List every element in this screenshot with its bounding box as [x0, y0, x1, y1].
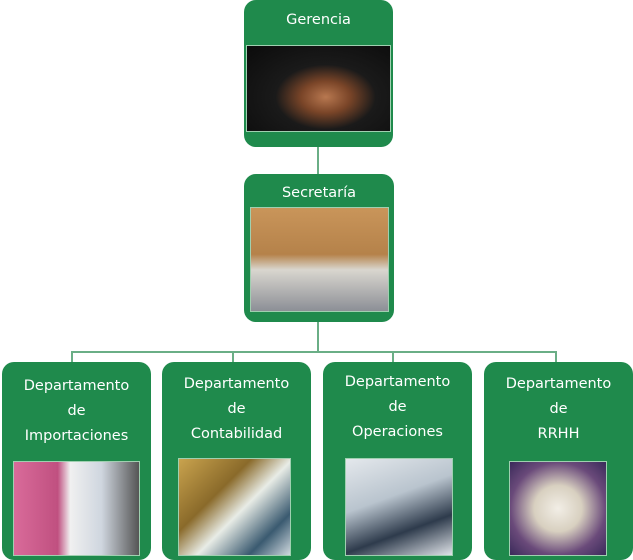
connector-secretaria-down — [317, 322, 319, 352]
node-title: Gerencia — [286, 12, 351, 28]
secretary-office-photo — [250, 207, 389, 312]
connector-gerencia-secretaria — [317, 147, 319, 174]
node-title-line: de — [549, 401, 568, 417]
node-title-line: Operaciones — [352, 424, 443, 440]
node-title-line: de — [67, 403, 86, 419]
node-title-line: de — [388, 399, 407, 415]
node-title-line: Departamento — [505, 376, 612, 392]
node-department-contabilidad: Departamento de Contabilidad — [162, 362, 311, 560]
office-worker-photo — [13, 461, 140, 556]
node-title-line: Departamento — [344, 374, 451, 390]
node-title-line: Importaciones — [24, 428, 129, 444]
node-department-importaciones: Departamento de Importaciones — [2, 362, 151, 560]
connector-dept-2 — [232, 351, 234, 363]
node-title: Secretaría — [281, 185, 357, 201]
node-gerencia: Gerencia — [244, 0, 393, 147]
team-laptop-photo — [345, 458, 453, 556]
connector-dept-4 — [555, 351, 557, 363]
node-title-line: Contabilidad — [190, 426, 283, 442]
connector-dept-1 — [71, 351, 73, 363]
handshake-photo — [246, 45, 391, 132]
connector-horizontal — [71, 351, 557, 353]
connector-dept-3 — [392, 351, 394, 363]
accounting-dollar-photo — [178, 458, 291, 556]
node-title-line: RRHH — [537, 426, 580, 442]
node-title-line: Departamento — [183, 376, 290, 392]
node-title-line: Departamento — [23, 378, 130, 394]
node-title-line: de — [227, 401, 246, 417]
node-secretaria: Secretaría — [244, 174, 394, 322]
drh-sign-photo — [509, 461, 607, 556]
node-department-operaciones: Departamento de Operaciones — [323, 362, 472, 560]
node-department-rrhh: Departamento de RRHH — [484, 362, 633, 560]
